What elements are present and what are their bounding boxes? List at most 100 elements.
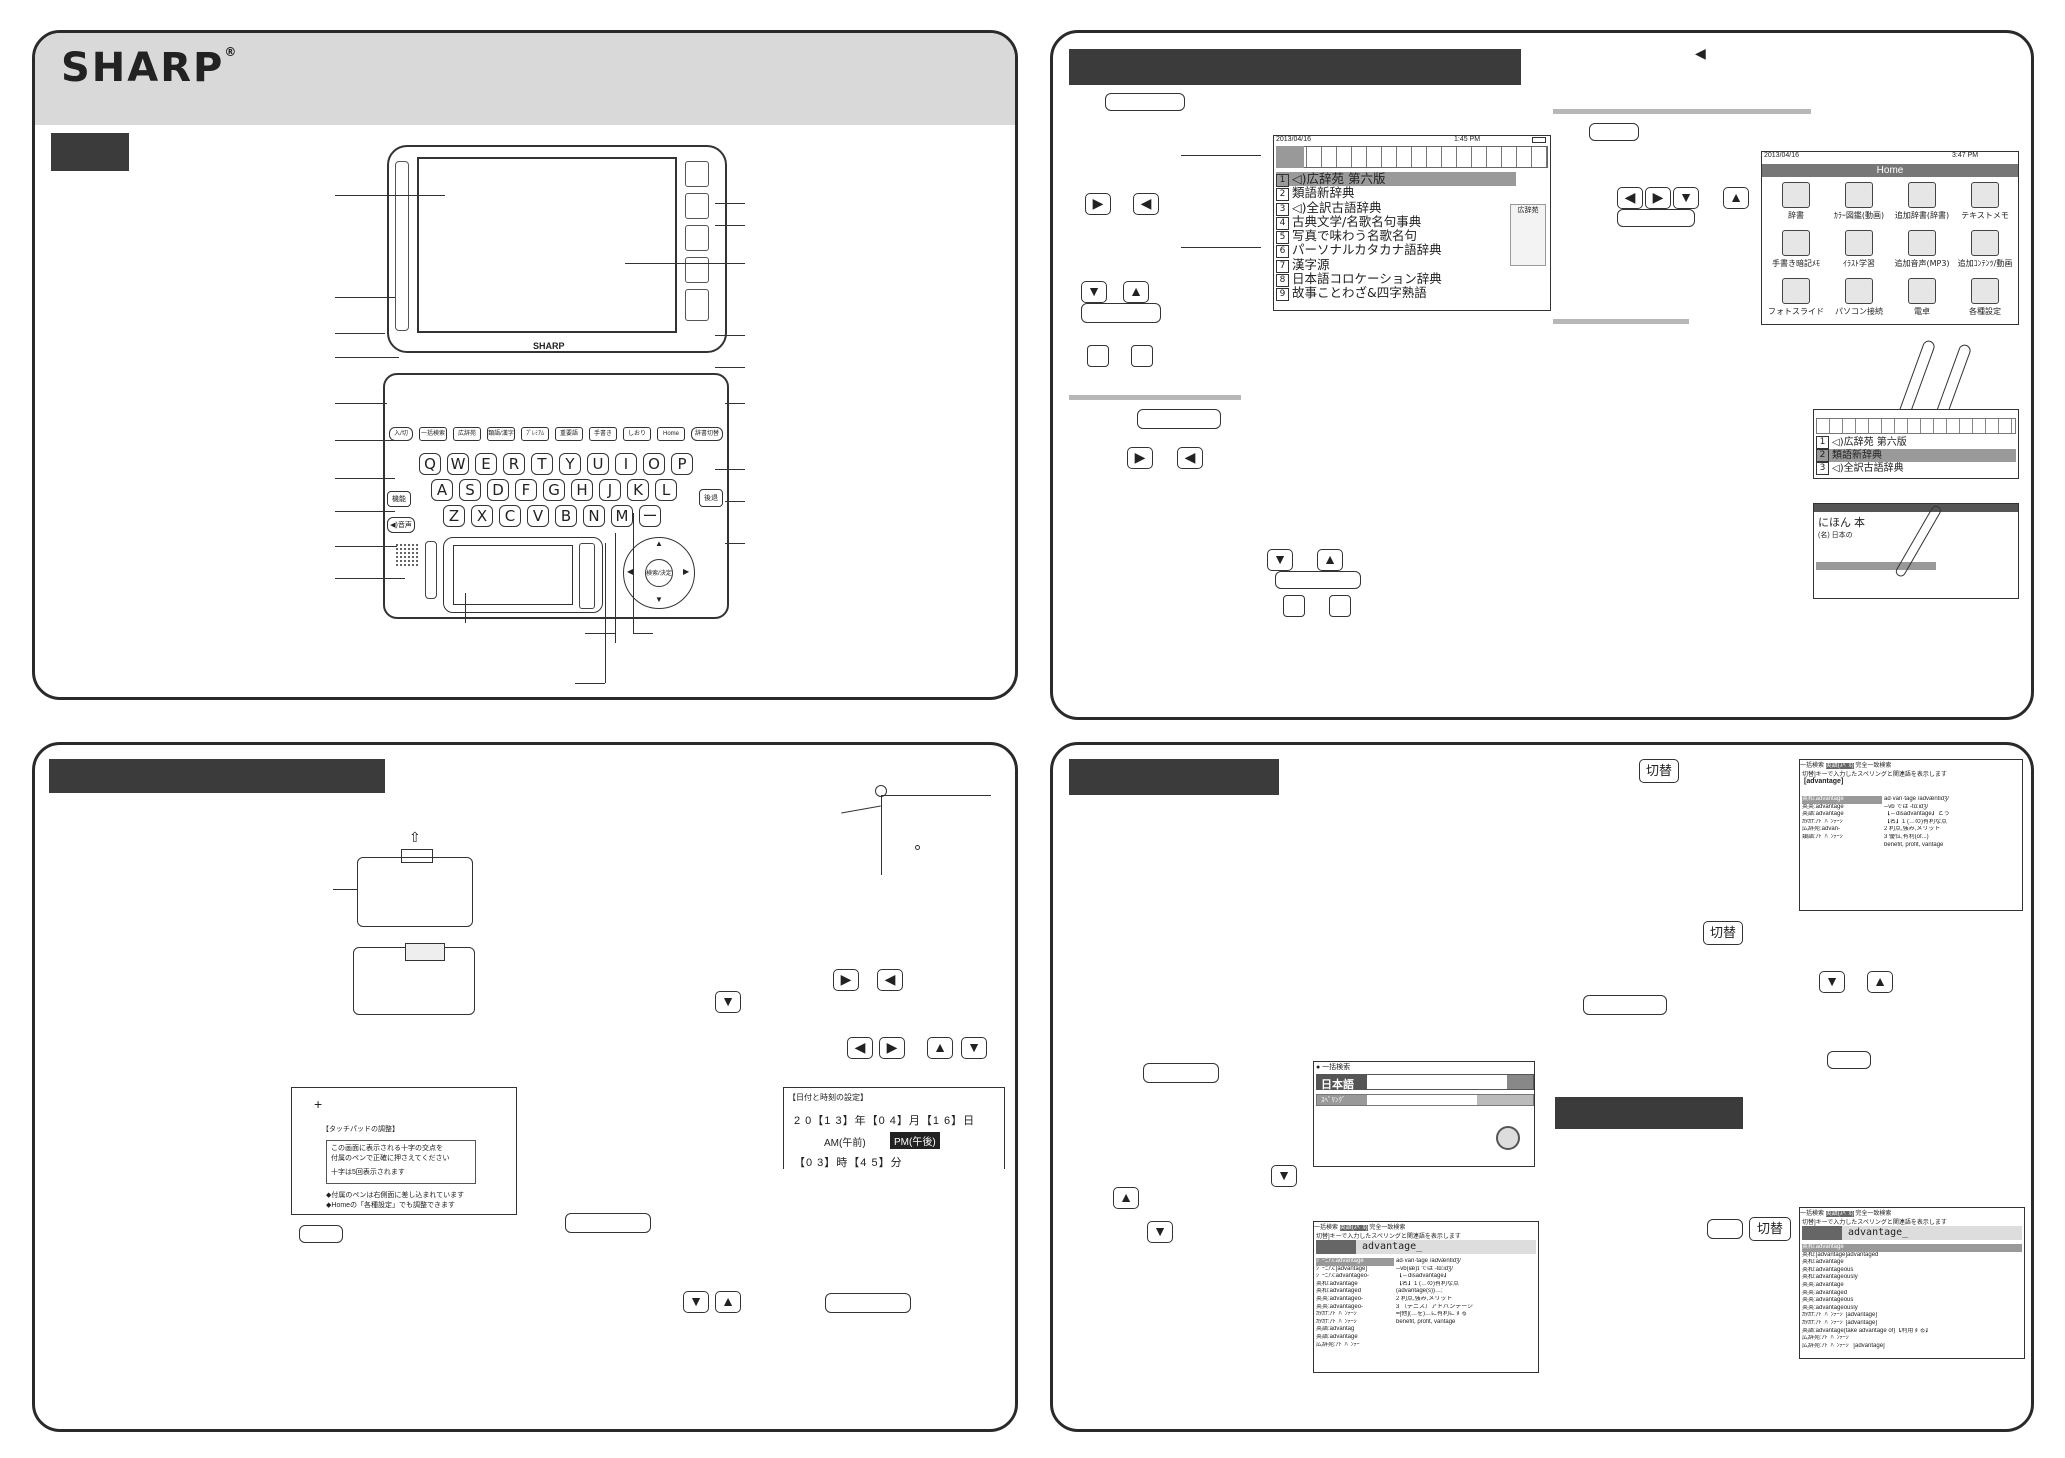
list-item[interactable]: ｶﾀｶﾅ:ｱﾄﾞﾊﾞﾝﾃｰｼﾞ[advantage] bbox=[1802, 1319, 1878, 1326]
home-app-icon[interactable]: 手書き暗記ﾒﾓ bbox=[1766, 230, 1826, 269]
key-button[interactable] bbox=[1707, 1219, 1743, 1239]
battery-cover[interactable] bbox=[401, 849, 433, 863]
fn-important-key[interactable]: 重要語 bbox=[555, 427, 583, 441]
up-arrow-key[interactable]: ▲ bbox=[715, 1291, 741, 1313]
down-arrow-key[interactable]: ▼ bbox=[1819, 971, 1845, 993]
list-item[interactable]: 英英:advantaged bbox=[1802, 1289, 1848, 1296]
fn-search-all-key[interactable]: 一括検索 bbox=[419, 427, 447, 441]
home-app-icon[interactable]: 各種設定 bbox=[1955, 278, 2015, 317]
down-arrow-key[interactable]: ▼ bbox=[1081, 281, 1107, 303]
fn-ruigo-key[interactable]: 類語/漢字 bbox=[487, 427, 515, 441]
list-item[interactable]: ｼﾞｰﾆｱｽ:[advantage] bbox=[1316, 1265, 1368, 1272]
keyboard-key[interactable]: Q bbox=[419, 453, 441, 475]
list-item[interactable]: ｼﾞｰﾆｱｽ:advantageo- bbox=[1316, 1273, 1370, 1280]
list-item[interactable]: 英英:advantageo- bbox=[1316, 1303, 1364, 1310]
up-arrow-key[interactable]: ▲ bbox=[1867, 971, 1893, 993]
key-button[interactable] bbox=[1143, 1063, 1219, 1083]
keyboard-key[interactable]: L bbox=[655, 479, 677, 501]
keyboard-key[interactable]: I bbox=[615, 453, 637, 475]
key-button[interactable] bbox=[1827, 1051, 1871, 1069]
down-arrow-key[interactable]: ▼ bbox=[715, 991, 741, 1013]
list-item[interactable]: 英英:advantageo- bbox=[1316, 1295, 1364, 1302]
list-item[interactable]: ｶﾀｶﾅ:ｱﾄﾞﾊﾞﾝﾃｰｼﾞ bbox=[1316, 1318, 1360, 1325]
kirikae-key[interactable]: 切替 bbox=[1639, 759, 1679, 783]
key-button[interactable] bbox=[1137, 409, 1221, 429]
keyboard-key[interactable]: U bbox=[587, 453, 609, 475]
enter-key-button[interactable] bbox=[1617, 209, 1695, 227]
list-item[interactable]: 広辞苑:ｱﾄﾞﾊﾞﾝﾃｰｼﾞ bbox=[1802, 1335, 1852, 1342]
down-arrow-key[interactable]: ▼ bbox=[1267, 549, 1293, 571]
keyboard-key[interactable]: H bbox=[571, 479, 593, 501]
enter-button[interactable]: 検索/決定 bbox=[645, 559, 673, 587]
list-item[interactable]: 英和:advantageous bbox=[1802, 1266, 1854, 1273]
keyboard-key[interactable]: S bbox=[459, 479, 481, 501]
right-arrow-key[interactable]: ▶ bbox=[1127, 447, 1153, 469]
keyboard-key[interactable]: Z bbox=[443, 505, 465, 527]
list-item[interactable]: 広辞苑:advan- bbox=[1802, 826, 1841, 833]
fn-handwrite-key[interactable]: 手書き bbox=[589, 427, 617, 441]
home-app-icon[interactable]: 追加辞書(辞書) bbox=[1892, 182, 1952, 221]
list-item[interactable]: 英語:advantage bbox=[1802, 811, 1844, 818]
list-item[interactable]: 英英:advantage bbox=[1802, 1281, 1844, 1288]
list-item[interactable]: 英和:advantaged bbox=[1316, 1288, 1362, 1295]
list-item[interactable]: 英和:advantage bbox=[1316, 1280, 1358, 1287]
fn-bookmark-key[interactable]: しおり bbox=[623, 427, 651, 441]
up-arrow-key[interactable]: ▲ bbox=[927, 1037, 953, 1059]
category-tabs[interactable] bbox=[1276, 146, 1548, 168]
keyboard-key[interactable]: N bbox=[583, 505, 605, 527]
enter-key-button[interactable] bbox=[1081, 303, 1161, 323]
list-item[interactable]: 英英:advantageously bbox=[1802, 1304, 1858, 1311]
lid-left-buttons[interactable] bbox=[395, 161, 409, 331]
keyboard-key[interactable]: K bbox=[627, 479, 649, 501]
pm-option[interactable]: PM(午後) bbox=[890, 1132, 940, 1149]
home-app-icon[interactable]: パソコン接続 bbox=[1829, 278, 1889, 317]
down-arrow-key[interactable]: ▼ bbox=[1147, 1221, 1173, 1243]
home-app-icon[interactable]: 追加ｺﾝﾃﾝﾂ/動画 bbox=[1955, 230, 2015, 269]
back-key[interactable]: 後退 bbox=[699, 489, 723, 507]
keyboard-key[interactable]: T bbox=[531, 453, 553, 475]
number-key[interactable] bbox=[1283, 595, 1305, 617]
up-arrow-key[interactable]: ▲ bbox=[1317, 549, 1343, 571]
keyboard-key[interactable]: C bbox=[499, 505, 521, 527]
home-app-icon[interactable]: ｶﾗｰ図鑑(動画) bbox=[1829, 182, 1889, 221]
keyboard-key[interactable]: Y bbox=[559, 453, 581, 475]
right-arrow-key[interactable]: ▶ bbox=[833, 969, 859, 991]
fn-home-key[interactable]: Home bbox=[657, 427, 685, 441]
list-item[interactable]: 広辞苑:ｱﾄﾞﾊﾞﾝﾃｰｼﾞ [advantage] bbox=[1802, 1342, 1885, 1349]
fn-dict-switch-key[interactable]: 辞書切替 bbox=[691, 427, 723, 441]
enter-key-button[interactable] bbox=[825, 1293, 911, 1313]
spelling-field[interactable]: ｽﾍﾟﾘﾝｸﾞ bbox=[1316, 1094, 1534, 1106]
list-item[interactable]: 英英:advantageous bbox=[1802, 1297, 1854, 1304]
list-item[interactable]: 英和:advantageously bbox=[1802, 1274, 1858, 1281]
list-item[interactable]: 英語:advantage(take advantage of)【利用する】 bbox=[1802, 1327, 1932, 1334]
home-app-icon[interactable]: 辞書 bbox=[1766, 182, 1826, 221]
battery-slot[interactable] bbox=[405, 943, 445, 961]
home-app-icon[interactable]: ｲﾗｽﾄ学習 bbox=[1829, 230, 1889, 269]
keyboard-key[interactable]: W bbox=[447, 453, 469, 475]
list-item[interactable]: 類語:ｱﾄﾞﾊﾞﾝﾃｰｼﾞ bbox=[1802, 833, 1846, 840]
right-arrow-key[interactable]: ▶ bbox=[879, 1037, 905, 1059]
list-item[interactable]: 英和:[advantage]advantaged bbox=[1802, 1251, 1879, 1258]
keyboard-key[interactable]: ー bbox=[639, 505, 661, 527]
down-arrow-key[interactable]: ▼ bbox=[1673, 187, 1699, 209]
key-button[interactable] bbox=[1105, 93, 1185, 111]
fn-kojien-key[interactable]: 広辞苑 bbox=[453, 427, 481, 441]
list-item[interactable]: 英和:advantage bbox=[1802, 796, 1882, 804]
keyboard-key[interactable]: P bbox=[671, 453, 693, 475]
left-arrow-key[interactable]: ◀ bbox=[1177, 447, 1203, 469]
list-item[interactable]: ｶﾀｶﾅ:ｱﾄﾞﾊﾞﾝﾃｰｼﾞ bbox=[1802, 818, 1846, 825]
japanese-field[interactable]: 日本語 bbox=[1316, 1074, 1534, 1091]
key-button[interactable] bbox=[1589, 123, 1639, 141]
kirikae-key[interactable]: 切替 bbox=[1749, 1217, 1791, 1241]
down-arrow-key[interactable]: ▼ bbox=[1271, 1165, 1297, 1187]
down-arrow-key[interactable]: ▼ bbox=[961, 1037, 987, 1059]
query-field[interactable]: advantage_ bbox=[1316, 1240, 1536, 1254]
